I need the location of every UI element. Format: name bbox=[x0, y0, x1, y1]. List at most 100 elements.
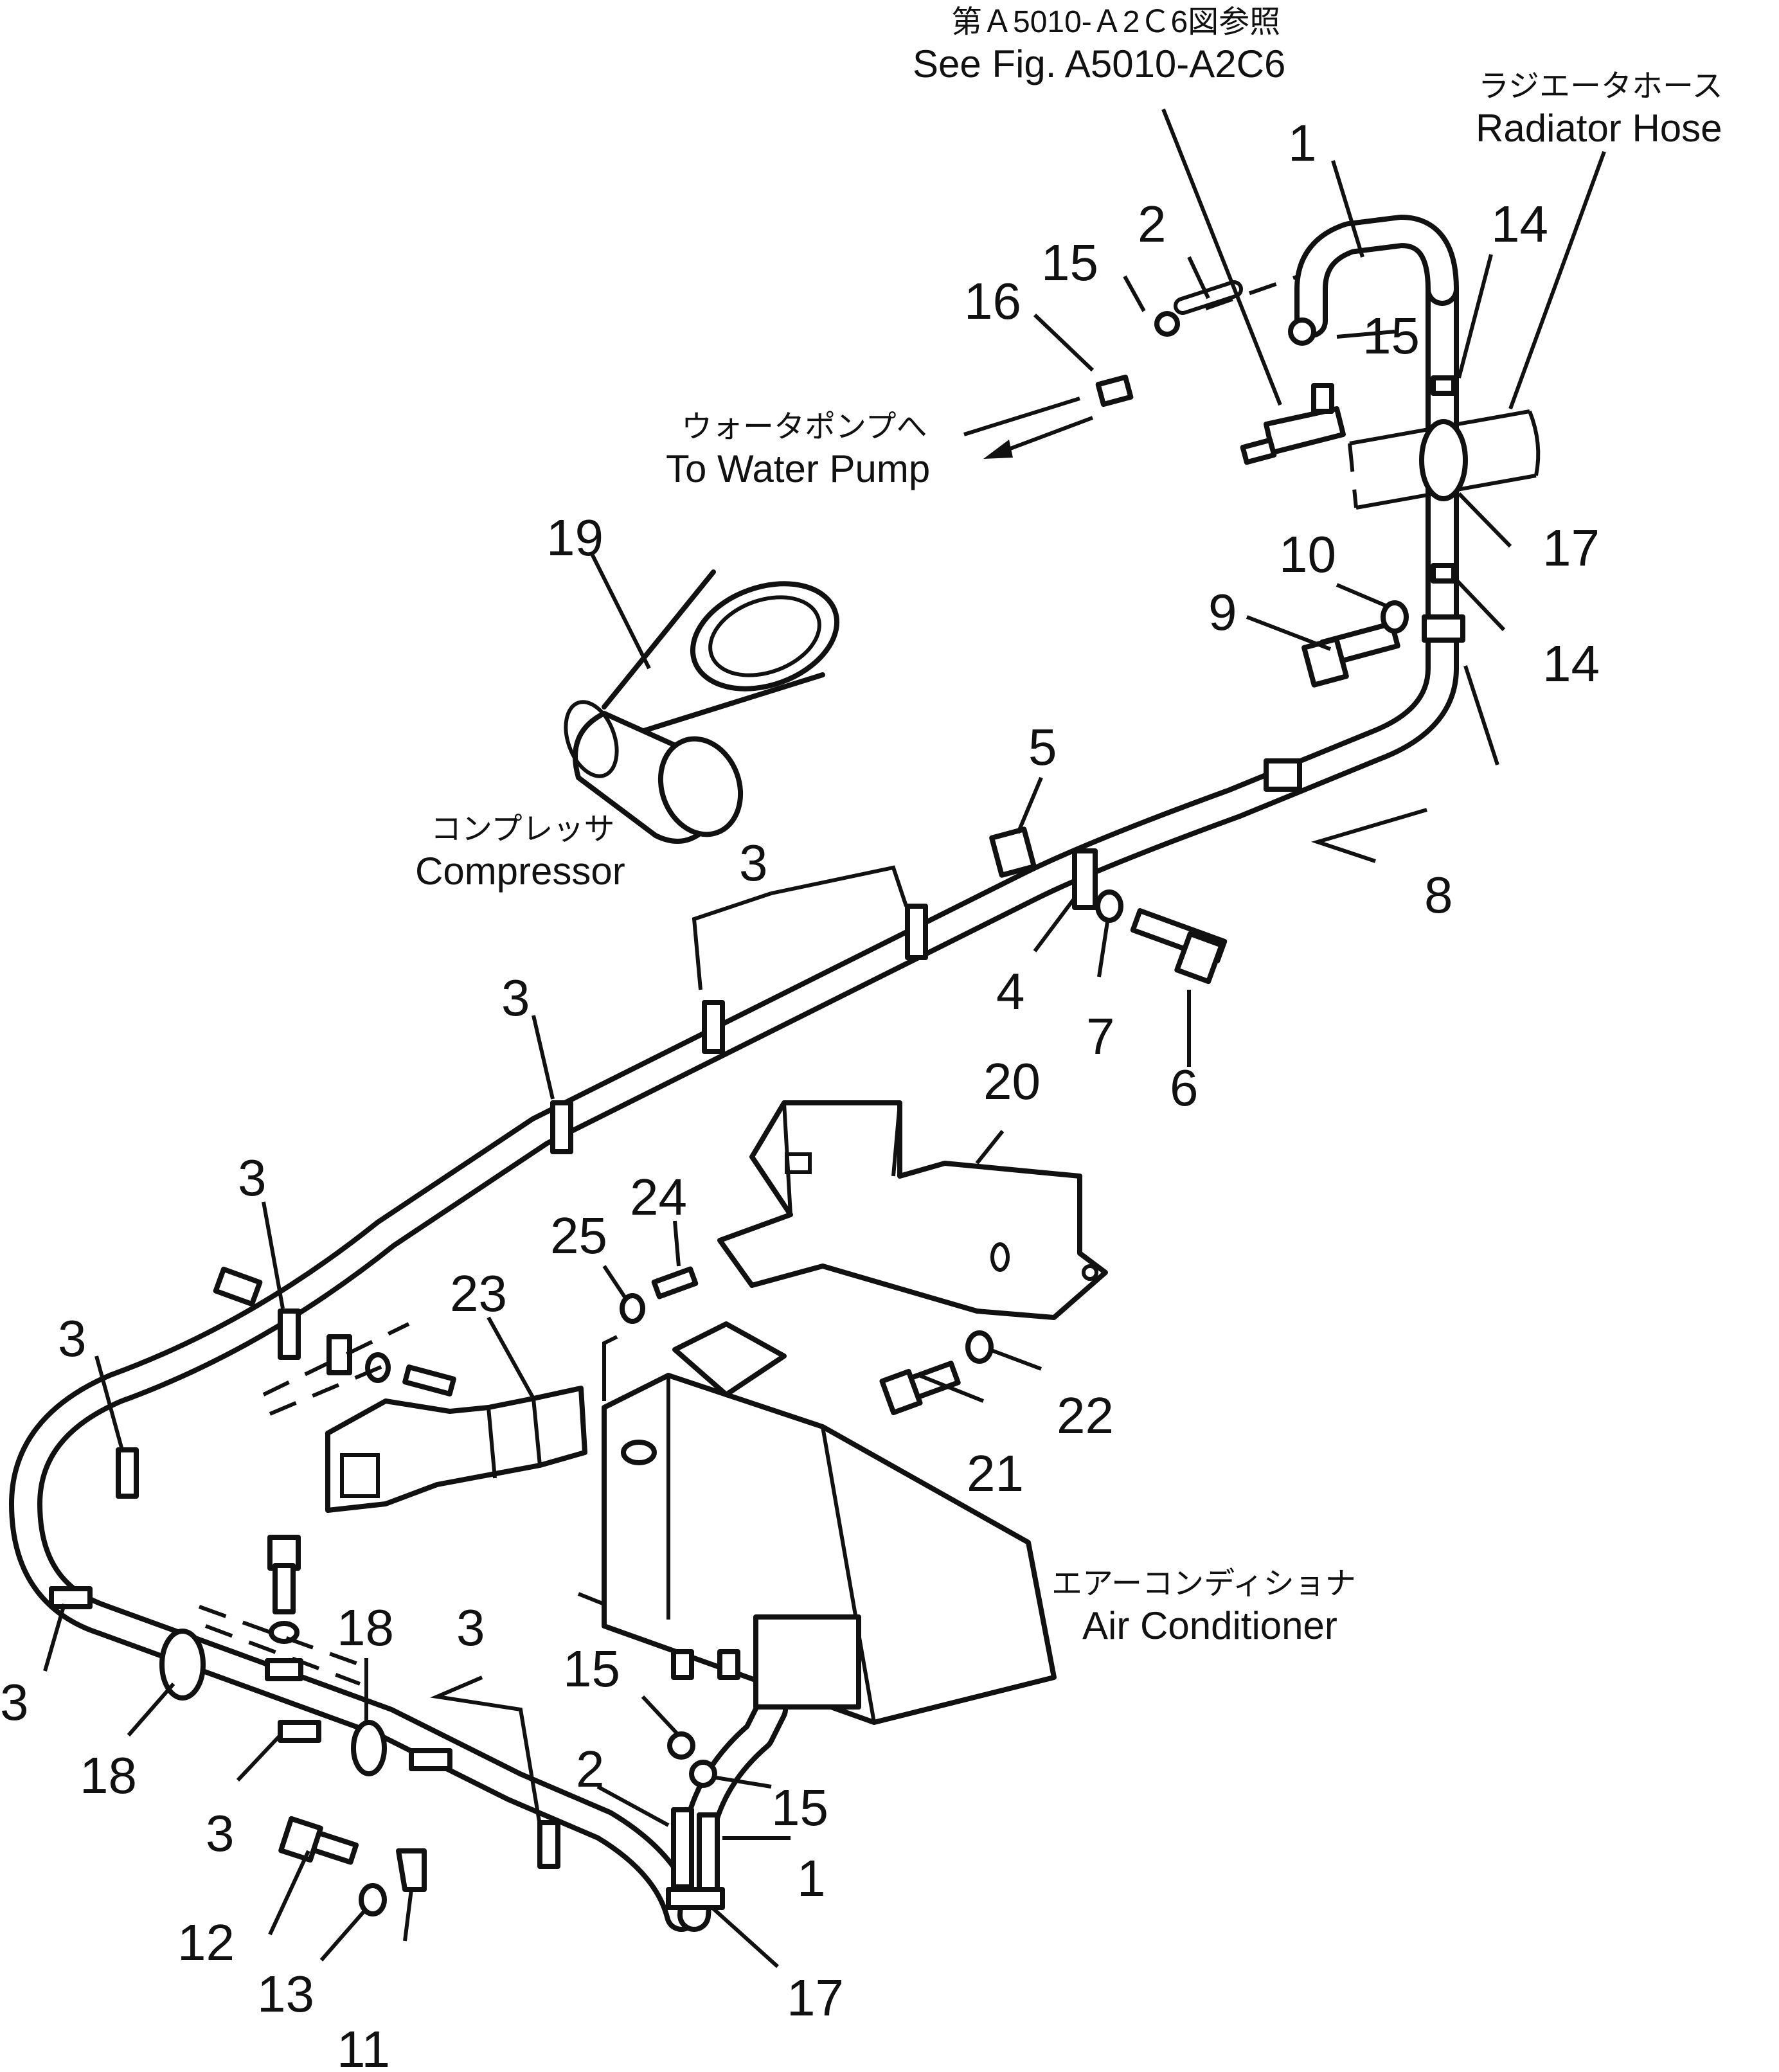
aircon-body bbox=[602, 1373, 1057, 1725]
air-conditioner-unit bbox=[577, 1321, 1057, 1725]
connector-16 bbox=[1095, 374, 1134, 407]
bolt-24 bbox=[651, 1266, 699, 1299]
label-1-upper: 1 bbox=[1288, 114, 1317, 172]
clamp-3h bbox=[409, 1748, 452, 1771]
label-3-mid: 3 bbox=[501, 969, 530, 1026]
label-4: 4 bbox=[996, 963, 1025, 1020]
label-13: 13 bbox=[257, 1965, 314, 2023]
clip-15-lower-b bbox=[689, 1760, 717, 1788]
clamp-3f bbox=[49, 1586, 93, 1609]
lower-bracket-fasteners bbox=[265, 1535, 427, 1916]
part-number-labels: 1 2 15 16 15 14 17 10 9 14 19 5 3 8 4 7 … bbox=[0, 114, 1600, 2072]
compressor-en: Compressor bbox=[415, 850, 625, 893]
water-pump-en: To Water Pump bbox=[666, 447, 930, 490]
label-3-far-left: 3 bbox=[58, 1310, 87, 1367]
label-17-lower: 17 bbox=[787, 1969, 844, 2026]
label-5: 5 bbox=[1028, 719, 1057, 776]
bracket-11 bbox=[396, 1848, 427, 1892]
bracket-lower-small bbox=[265, 1658, 303, 1681]
label-19: 19 bbox=[546, 509, 603, 566]
bracket-14 bbox=[1422, 614, 1465, 643]
label-18-right: 18 bbox=[337, 1599, 394, 1656]
label-6: 6 bbox=[1170, 1059, 1199, 1116]
clip-14-lower bbox=[1431, 563, 1456, 584]
duct-23-shape bbox=[325, 1386, 587, 1513]
label-3-left: 3 bbox=[238, 1149, 267, 1206]
label-20: 20 bbox=[983, 1053, 1041, 1110]
radiator-hose-en: Radiator Hose bbox=[1476, 107, 1722, 150]
duct-20 bbox=[717, 1100, 1108, 1320]
label-16: 16 bbox=[964, 272, 1021, 330]
duct-23 bbox=[325, 1386, 587, 1513]
label-14-upper: 14 bbox=[1491, 195, 1548, 253]
label-17-upper: 17 bbox=[1542, 519, 1600, 576]
radiator-hose-jp: ラジエータホース bbox=[1478, 69, 1723, 103]
label-18-left: 18 bbox=[80, 1747, 137, 1804]
compressor-jp: コンプレッサ bbox=[431, 812, 615, 846]
clip-15-lower-a bbox=[667, 1731, 695, 1760]
pulley bbox=[690, 581, 840, 692]
clamp-3d bbox=[278, 1308, 301, 1360]
elbow-a bbox=[671, 1649, 694, 1680]
clamp-3a bbox=[702, 1000, 725, 1054]
label-8: 8 bbox=[1424, 866, 1453, 924]
fig-ref-en: See Fig. A5010-A2C6 bbox=[913, 42, 1285, 85]
pipe-2-lower bbox=[671, 1807, 694, 1889]
clip-14-upper bbox=[1431, 375, 1456, 396]
centerlines bbox=[198, 274, 1299, 1686]
spacer-5 bbox=[989, 826, 1037, 878]
label-15-upper-right: 15 bbox=[1363, 307, 1420, 364]
label-25: 25 bbox=[550, 1207, 607, 1264]
clip-15-b bbox=[1288, 317, 1316, 346]
band-17-lower bbox=[666, 1887, 725, 1910]
compressor-and-belt bbox=[564, 569, 840, 844]
aircon-en: Air Conditioner bbox=[1082, 1604, 1337, 1647]
label-9: 9 bbox=[1208, 584, 1237, 641]
pipe-1-lower bbox=[697, 1812, 720, 1895]
label-24: 24 bbox=[630, 1168, 687, 1226]
label-3-bottom: 3 bbox=[206, 1805, 235, 1862]
elbow-b bbox=[717, 1649, 740, 1680]
aircon-fittings bbox=[666, 1649, 740, 1910]
aircon-panel bbox=[753, 1614, 861, 1710]
label-12: 12 bbox=[177, 1914, 235, 1971]
clamp-3e bbox=[116, 1447, 139, 1499]
label-14-lower: 14 bbox=[1542, 635, 1600, 692]
grommets bbox=[159, 1629, 387, 1776]
label-22: 22 bbox=[1057, 1387, 1114, 1444]
label-15-lower-right: 15 bbox=[771, 1779, 828, 1836]
label-3-bottom-left: 3 bbox=[0, 1674, 29, 1731]
clip-15 bbox=[1154, 311, 1180, 337]
fasteners-upper bbox=[989, 600, 1409, 985]
clamp-3g bbox=[278, 1720, 321, 1743]
label-23: 23 bbox=[450, 1265, 507, 1322]
washer-13 bbox=[359, 1883, 387, 1916]
washer-10 bbox=[1381, 600, 1409, 634]
hose-band-17-upper bbox=[1419, 419, 1468, 501]
label-3-bottom-right: 3 bbox=[456, 1599, 485, 1656]
radiator-hose bbox=[1348, 375, 1541, 643]
washer-7 bbox=[1095, 889, 1123, 923]
hose-clamps bbox=[49, 758, 1302, 1869]
grommet-18a bbox=[159, 1629, 206, 1701]
water-pump-jp: ウォータポンプへ bbox=[681, 410, 927, 444]
label-21: 21 bbox=[967, 1445, 1024, 1502]
label-7: 7 bbox=[1086, 1008, 1115, 1065]
clamp-3i bbox=[537, 1820, 560, 1869]
clamp-8 bbox=[1264, 758, 1302, 792]
fig-ref-jp: 第Ａ5010-Ａ2Ｃ6図参照 bbox=[951, 5, 1280, 39]
valve-body bbox=[1264, 406, 1346, 455]
label-10: 10 bbox=[1279, 526, 1336, 583]
duct-fasteners bbox=[213, 1266, 994, 1415]
water-pump-fittings bbox=[1095, 280, 1346, 465]
leader-lines bbox=[43, 108, 1606, 1969]
label-2-lower: 2 bbox=[576, 1740, 605, 1798]
clamp-3c bbox=[905, 904, 928, 960]
water-pump-arrow bbox=[983, 416, 1094, 459]
clamp-4 bbox=[1072, 848, 1098, 910]
label-3-top: 3 bbox=[739, 834, 768, 891]
label-1-lower: 1 bbox=[797, 1850, 826, 1907]
grommet-18b bbox=[351, 1720, 387, 1776]
clamp-3b bbox=[550, 1100, 573, 1154]
